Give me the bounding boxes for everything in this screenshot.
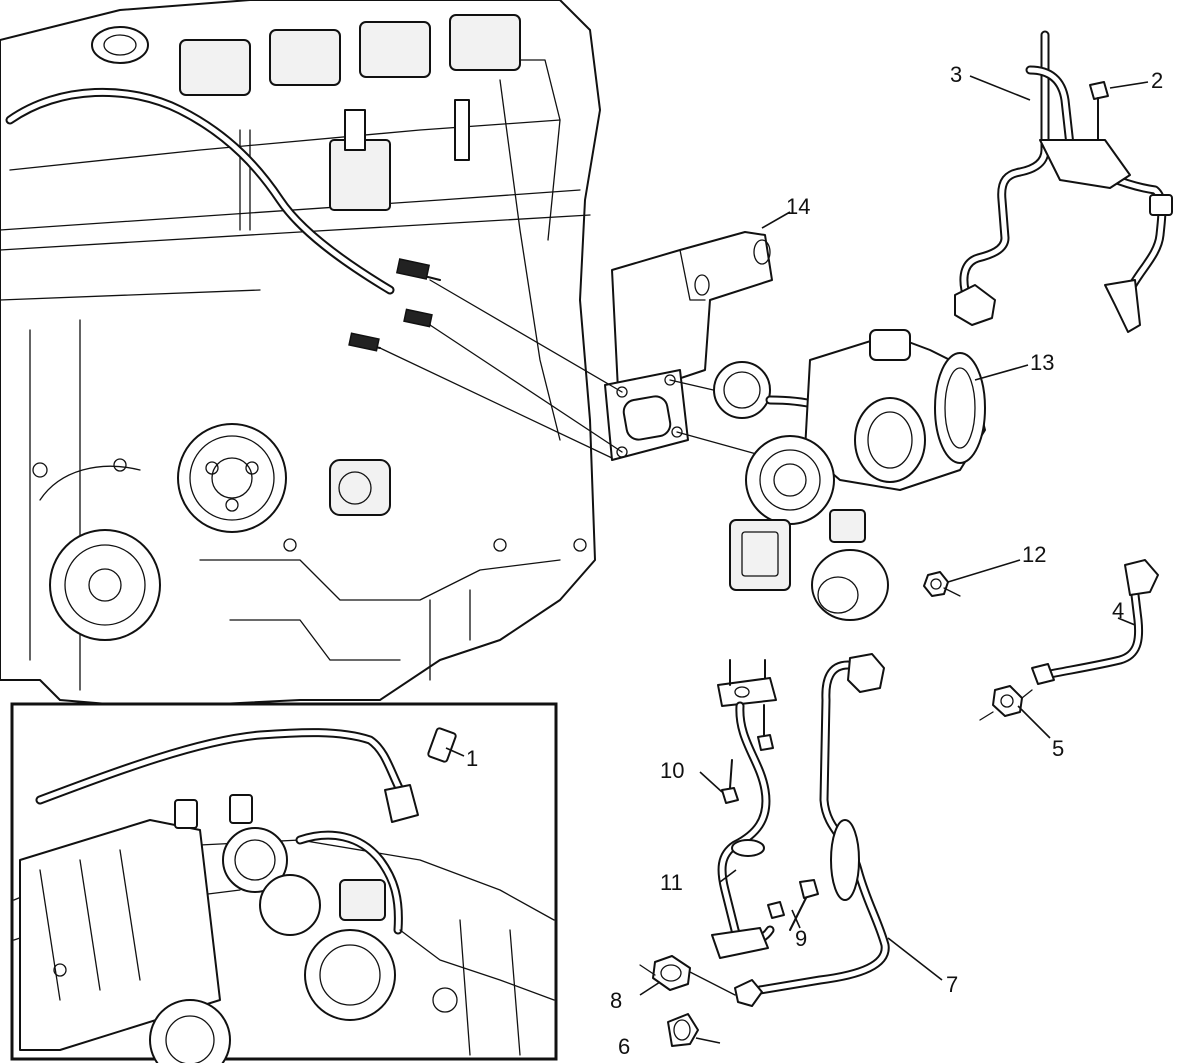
callout-leaders bbox=[445, 75, 1149, 1044]
drain-tube-bolt-upper bbox=[721, 704, 774, 804]
callout-1: 1 bbox=[466, 746, 479, 771]
callout-14: 14 bbox=[786, 194, 811, 219]
callout-7: 7 bbox=[946, 972, 959, 997]
oil-return-pipe bbox=[734, 653, 890, 1007]
drain-plug bbox=[667, 1013, 699, 1047]
oil-drain-tube bbox=[711, 659, 777, 959]
drain-seal bbox=[639, 955, 736, 996]
pipe-bolt bbox=[1089, 81, 1109, 141]
callout-3: 3 bbox=[950, 62, 963, 87]
callout-2: 2 bbox=[1151, 68, 1164, 93]
drain-tube-bolt-lower bbox=[767, 879, 819, 931]
callout-5: 5 bbox=[1052, 736, 1065, 761]
turbo-flange-gasket bbox=[604, 369, 689, 461]
engine-block bbox=[0, 0, 601, 706]
callout-13: 13 bbox=[1030, 350, 1055, 375]
turbocharger bbox=[713, 329, 986, 621]
oil-feed-fitting bbox=[979, 685, 1033, 721]
callout-10: 10 bbox=[660, 758, 685, 783]
inset-detail-view bbox=[10, 702, 558, 1063]
coolant-pipe-upper bbox=[954, 30, 1173, 333]
callout-11: 11 bbox=[660, 870, 683, 895]
callout-12: 12 bbox=[1022, 542, 1047, 567]
callout-9: 9 bbox=[795, 926, 808, 951]
callout-4: 4 bbox=[1112, 598, 1125, 623]
callout-8: 8 bbox=[610, 988, 623, 1013]
callout-6: 6 bbox=[618, 1034, 631, 1059]
oil-feed-pipe bbox=[1031, 559, 1159, 685]
stud-alignment-lines bbox=[379, 279, 761, 459]
turbo-nut bbox=[923, 571, 961, 597]
